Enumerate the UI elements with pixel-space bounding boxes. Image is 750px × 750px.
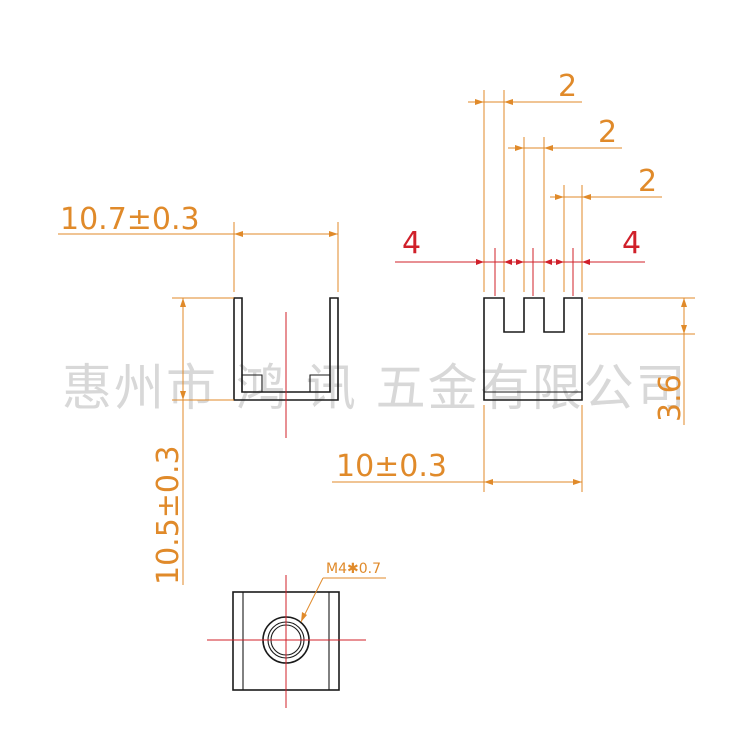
edge-arrow-6 — [582, 259, 590, 265]
front-height-label: 10.5±0.3 — [151, 445, 186, 585]
side-height-label: 3.6 — [653, 374, 688, 422]
side-width-arrow-left — [484, 479, 493, 485]
pitch-1-arrow-left — [475, 99, 484, 105]
edge-arrow-1 — [476, 259, 484, 265]
side-view-outline — [483, 297, 583, 401]
pitch-1-arrow-right — [504, 99, 513, 105]
front-view: 10.7±0.3 10.5±0.3 — [58, 202, 339, 585]
edge-arrow-3 — [516, 259, 524, 265]
front-view-notch — [241, 374, 331, 392]
pitch-3-arrow-left — [555, 194, 564, 200]
edge-left-label: 4 — [402, 226, 421, 261]
thread-label: M4✱0.7 — [326, 561, 381, 577]
pitch-3-label: 2 — [638, 164, 657, 199]
pitch-2-arrow-right — [544, 145, 553, 151]
side-height-arrow-bottom — [681, 325, 687, 334]
pitch-2-arrow-left — [515, 145, 524, 151]
edge-arrow-2 — [504, 259, 512, 265]
top-view: M4✱0.7 — [207, 561, 386, 708]
watermark-text: 惠州市 鸿 讯 五金有限公司 — [62, 359, 688, 417]
front-height-arrow-bottom — [180, 391, 186, 400]
side-view: 3.6 10±0.3 2 2 2 — [332, 69, 695, 492]
front-width-label: 10.7±0.3 — [60, 202, 200, 237]
front-view-u-outline — [233, 297, 339, 401]
edge-right-label: 4 — [622, 226, 641, 261]
side-height-arrow-top — [681, 298, 687, 307]
pitch-1-label: 2 — [558, 69, 577, 104]
front-width-arrow-left — [234, 231, 243, 237]
front-width-arrow-right — [329, 231, 338, 237]
front-height-arrow-top — [180, 298, 186, 307]
side-width-arrow-right — [573, 479, 582, 485]
thread-leader-arrow — [301, 612, 307, 622]
edge-arrow-5 — [556, 259, 564, 265]
edge-arrow-4 — [544, 259, 552, 265]
side-width-label: 10±0.3 — [336, 449, 447, 484]
pitch-3-arrow-right — [582, 194, 591, 200]
pitch-2-label: 2 — [598, 115, 617, 150]
